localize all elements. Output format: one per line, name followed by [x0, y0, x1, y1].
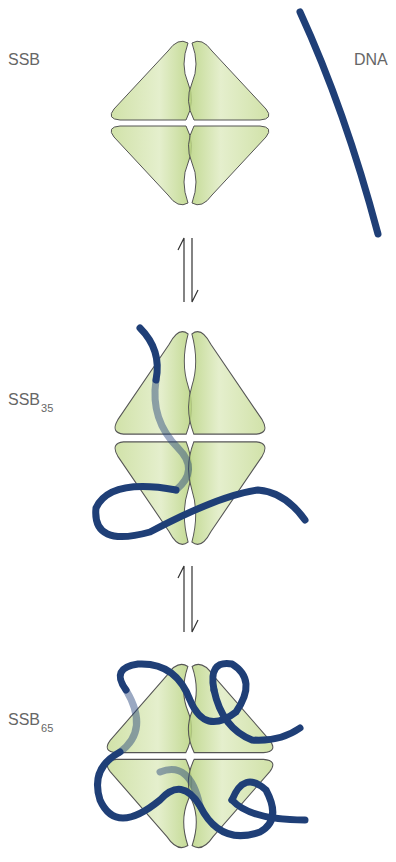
dna-wrap — [96, 328, 305, 537]
dna-wrap — [98, 664, 306, 836]
complex-label: SSB — [8, 712, 40, 728]
ssb-tetramer — [111, 41, 269, 205]
subscript: 65 — [41, 723, 53, 734]
subscript: 35 — [41, 403, 53, 414]
complex-label: SSB — [8, 392, 40, 408]
protein-label: SSB — [8, 52, 40, 68]
dna-label: DNA — [354, 52, 388, 68]
equilibrium-arrow — [178, 238, 198, 632]
dna-strand — [300, 12, 378, 234]
